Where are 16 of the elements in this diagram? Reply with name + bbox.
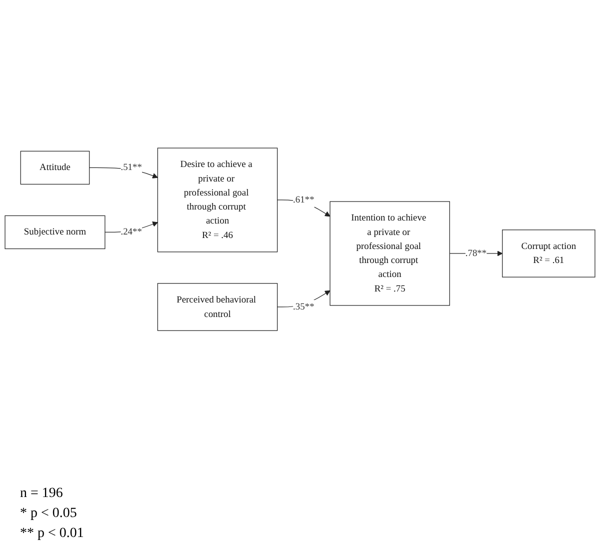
node-box: Intention to achieve a private or professional goal through corrupt action R² = .75 — [330, 200, 450, 306]
edge-label: .78** — [465, 248, 487, 258]
edge-label: .61** — [293, 194, 314, 205]
note-text: * p < 0.05 — [20, 506, 78, 522]
node-box: Perceived behavioral control — [157, 282, 278, 331]
note-text: n = 196 — [20, 486, 64, 502]
node-box: Corrupt action R² = .61 — [502, 229, 596, 278]
node-box: Subjective norm — [4, 215, 106, 249]
note-text: ** p < 0.01 — [20, 526, 85, 542]
edge-label: .24** — [120, 226, 142, 237]
arrow — [89, 167, 158, 178]
arrow — [277, 290, 330, 307]
edge-label: .35** — [293, 301, 314, 312]
node-box: Attitude — [20, 150, 90, 184]
node-box: Desire to achieve a private or professional goal through corrupt action R² = .46 — [157, 147, 278, 252]
edge-label: .51** — [120, 162, 142, 172]
